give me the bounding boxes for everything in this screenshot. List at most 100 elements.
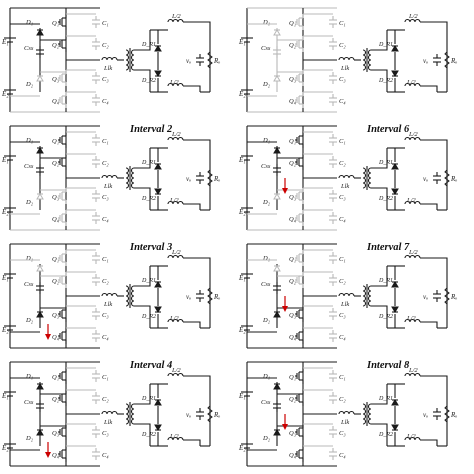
e1-label: E₁ [238, 38, 246, 46]
c2-label: C₂ [102, 160, 109, 167]
css-label: Css [261, 281, 271, 288]
secondary-top [371, 384, 388, 405]
e1-label: E₁ [238, 156, 246, 164]
dr1-diode [391, 281, 399, 288]
interval-title: Interval 2 [129, 124, 173, 135]
c4-label: C₄ [339, 98, 346, 105]
lhalf-top-inductor [167, 372, 184, 377]
xfmr-secondary [367, 167, 372, 189]
xfmr-secondary [130, 167, 135, 189]
dr2-diode [154, 70, 162, 77]
q2-label: Q₂ [52, 396, 60, 403]
d1-label: D₁ [25, 373, 33, 380]
vo-label: vₒ [186, 175, 191, 183]
d1-diode [36, 383, 44, 390]
dr2-diode [154, 306, 162, 313]
e1-label: E₁ [1, 38, 9, 46]
lhalf-top-inductor [167, 254, 184, 259]
q4-label: Q₄ [289, 452, 297, 459]
current-arrow-head [282, 306, 288, 312]
ro-label: Rₒ [213, 411, 220, 419]
q2-label: Q₂ [289, 160, 297, 167]
llk-label: Llk [340, 65, 349, 72]
lhalf-top-inductor [404, 18, 421, 23]
q1-label: Q₁ [52, 374, 59, 381]
ro-label: Rₒ [450, 175, 457, 183]
c1-label: C₁ [339, 374, 346, 381]
lhalf-bot-inductor [167, 436, 184, 441]
c3-label: C₃ [102, 312, 109, 319]
ro-resistor [207, 405, 213, 423]
xfmr-primary [362, 285, 367, 307]
llk-inductor [338, 410, 355, 415]
ro-label: Rₒ [213, 175, 220, 183]
d2-diode [36, 193, 44, 200]
secondary-top [134, 148, 151, 169]
vo-label: vₒ [423, 57, 428, 65]
c1-label: C₁ [339, 20, 346, 27]
lhalf-top-inductor [404, 254, 421, 259]
panel-7: E₁E₂D₁CssD₂Q₁Q₂Q₃Q₄C₁C₂C₃C₄LlkD_R1D_R2L/… [1, 360, 220, 467]
q3-label: Q₃ [52, 76, 59, 83]
ro-label: Rₒ [213, 57, 220, 65]
dr2-label: D_R2 [378, 314, 393, 320]
output-rail [183, 375, 211, 446]
output-return [183, 321, 201, 328]
e2-label: E₂ [1, 326, 9, 334]
interval-title: Interval 4 [129, 360, 172, 371]
e2-label: E₂ [238, 326, 246, 334]
d2-label: D₂ [262, 199, 271, 206]
dr1-diode [391, 45, 399, 52]
q1-label: Q₁ [289, 138, 296, 145]
dr1-label: D_R1 [141, 160, 156, 166]
q1-label: Q₁ [52, 256, 59, 263]
output-return [183, 203, 201, 210]
lhalf-bot-inductor [404, 318, 421, 323]
output-rail [420, 139, 448, 210]
lhalf-bot-label: L/2 [406, 79, 416, 86]
q1-label: Q₁ [289, 20, 296, 27]
vo-label: vₒ [423, 293, 428, 301]
c3-label: C₃ [102, 194, 109, 201]
c4-label: C₄ [339, 216, 346, 223]
css-label: Css [261, 45, 271, 52]
output-rail [420, 21, 448, 92]
q2-label: Q₂ [289, 42, 297, 49]
dr2-label: D_R2 [141, 196, 156, 202]
q3-label: Q₃ [289, 76, 296, 83]
xfmr-secondary [130, 49, 135, 71]
lhalf-top-inductor [404, 372, 421, 377]
e2-label: E₂ [1, 444, 9, 452]
ro-label: Rₒ [450, 57, 457, 65]
e1-label: E₁ [1, 274, 9, 282]
d2-diode [36, 75, 44, 82]
secondary-top [371, 30, 388, 51]
e2-label: E₂ [238, 208, 246, 216]
d1-diode [273, 383, 281, 390]
lhalf-bot-label: L/2 [406, 197, 416, 204]
dr1-label: D_R1 [141, 42, 156, 48]
c2-label: C₂ [102, 396, 109, 403]
interval-title: Interval 6 [366, 124, 410, 135]
lhalf-bot-label: L/2 [169, 197, 179, 204]
c3-label: C₃ [339, 312, 346, 319]
c1-label: C₁ [102, 20, 109, 27]
llk-label: Llk [340, 419, 349, 426]
d1-label: D₁ [262, 19, 270, 26]
ro-resistor [207, 287, 213, 305]
output-return [420, 439, 438, 446]
d2-diode [273, 193, 281, 200]
dr1-diode [154, 45, 162, 52]
interval-title: Interval 7 [366, 242, 410, 253]
secondary-bot [134, 423, 151, 446]
c2-label: C₂ [339, 278, 346, 285]
output-return [420, 85, 438, 92]
xfmr-secondary [367, 285, 372, 307]
d1-label: D₁ [25, 19, 33, 26]
dr1-label: D_R1 [141, 396, 156, 402]
d2-diode [273, 75, 281, 82]
panel-5: E₁E₂D₁CssD₂Q₁Q₂Q₃Q₄C₁C₂C₃C₄LlkD_R1D_R2L/… [1, 242, 220, 349]
d1-label: D₁ [262, 255, 270, 262]
d1-diode [273, 29, 281, 36]
